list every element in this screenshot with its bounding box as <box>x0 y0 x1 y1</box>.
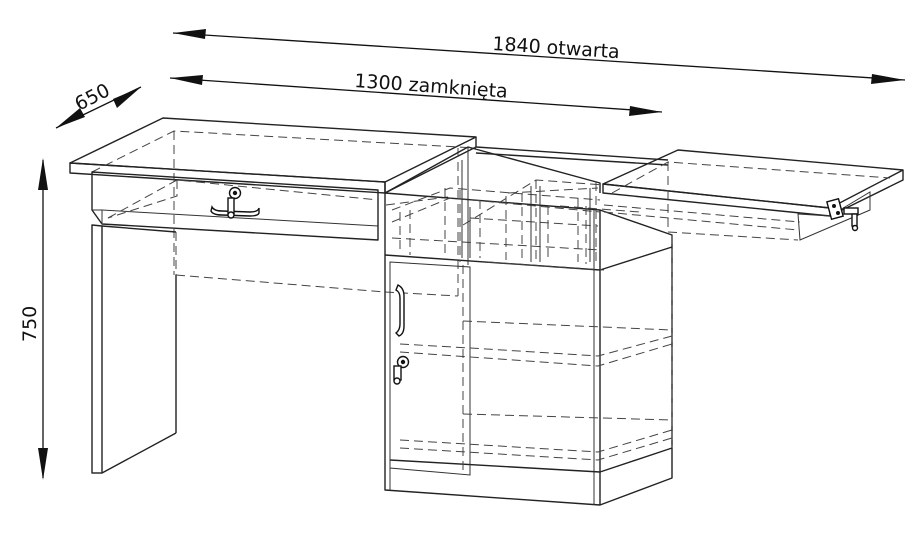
internal-runners <box>391 179 641 271</box>
left-desktop <box>69 117 477 275</box>
drawer-handle-icon <box>210 204 260 217</box>
closed-width-label: 1300 zamknięta <box>354 70 509 103</box>
open-width-label: 1840 otwarta <box>492 33 621 63</box>
left-leg-panel <box>91 224 177 474</box>
dimension-height: 750 <box>19 158 48 480</box>
pedestal-cabinet <box>384 146 673 506</box>
left-drawer <box>91 171 449 241</box>
height-label: 750 <box>19 306 41 342</box>
left-drawer-hardware <box>210 186 260 219</box>
door-handle-icon <box>394 284 405 337</box>
hidden-back-panel <box>175 148 459 297</box>
dimension-closed-width: 1300 zamknięta <box>169 70 663 116</box>
door-hardware <box>393 284 410 385</box>
dimension-open-width: 1840 otwarta <box>172 29 906 84</box>
extension-hardware <box>826 197 859 232</box>
middle-top-rails <box>461 146 669 265</box>
dimension-depth: 650 <box>55 79 142 129</box>
